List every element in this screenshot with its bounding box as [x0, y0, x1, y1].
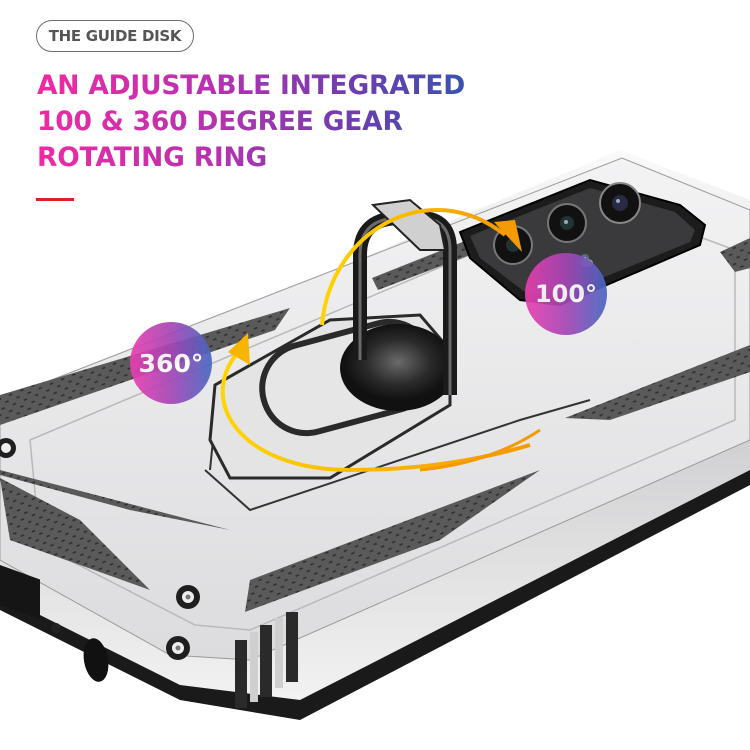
arrow-head-360: [228, 333, 250, 365]
rotation-arrows: [220, 208, 541, 473]
corner-screws: [0, 438, 200, 660]
headline-line-3: ROTATING RING: [37, 140, 465, 176]
headline-line-2: 100 & 360 DEGREE GEAR: [37, 104, 465, 140]
headline: AN ADJUSTABLE INTEGRATED 100 & 360 DEGRE…: [37, 68, 465, 176]
camera-module: [458, 178, 707, 307]
accent-divider: [36, 198, 74, 201]
rotation-360-callout: 360°: [130, 322, 212, 404]
side-button-ridges: [235, 612, 298, 708]
arrow-head-100: [494, 220, 522, 252]
guide-disk-badge: THE GUIDE DISK: [36, 20, 194, 52]
headline-line-1: AN ADJUSTABLE INTEGRATED: [37, 68, 465, 104]
bottom-ports: [0, 565, 298, 708]
rotation-100-callout: 100°: [525, 253, 607, 335]
ring-holder-base: [208, 313, 456, 480]
